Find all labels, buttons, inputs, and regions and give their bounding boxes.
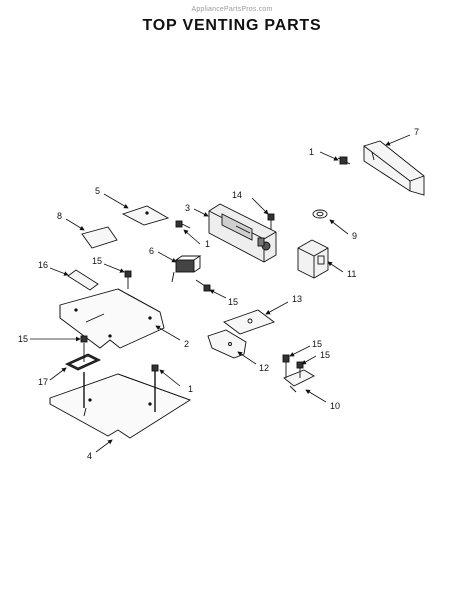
screw-icon bbox=[151, 364, 159, 372]
part-8-vent-bracket bbox=[363, 140, 425, 196]
callout-label: 1 bbox=[205, 239, 210, 249]
part-9-plate bbox=[81, 226, 118, 249]
callout-label: 15 bbox=[92, 256, 102, 266]
callout-label: 15 bbox=[18, 334, 28, 344]
screw-icon bbox=[267, 213, 275, 230]
screw-icon bbox=[124, 270, 132, 289]
callout-label: 6 bbox=[149, 246, 154, 256]
callout-label: 17 bbox=[38, 377, 48, 387]
callout-label: 9 bbox=[352, 231, 357, 241]
part-13-plate bbox=[207, 329, 247, 359]
callout-label: 14 bbox=[232, 190, 242, 200]
callout-label: 12 bbox=[259, 363, 269, 373]
callout-labels: 1 1 1 2 3 4 5 6 7 8 9 10 11 12 13 14 15 … bbox=[18, 127, 419, 461]
part-17-strip bbox=[67, 269, 99, 291]
screw-icon bbox=[175, 220, 191, 229]
callout-label: 2 bbox=[184, 339, 189, 349]
screw-icon bbox=[195, 279, 211, 292]
callout-label: 5 bbox=[95, 186, 100, 196]
callout-label: 11 bbox=[347, 269, 356, 279]
screw-icon bbox=[80, 335, 88, 343]
part-2-heat-shield bbox=[59, 288, 165, 349]
leader-lines bbox=[30, 134, 411, 453]
part-3-vent-motor bbox=[208, 203, 277, 263]
callout-label: 7 bbox=[414, 127, 419, 137]
screw-icon bbox=[337, 156, 351, 165]
callout-label: 1 bbox=[309, 147, 314, 157]
callout-label: 15 bbox=[320, 350, 330, 360]
callout-label: 15 bbox=[228, 297, 238, 307]
part-7-gasket bbox=[64, 343, 102, 371]
part-4-lower-shield bbox=[49, 370, 192, 439]
callout-label: 13 bbox=[292, 294, 302, 304]
part-10-washer bbox=[312, 209, 328, 219]
part-6-relay bbox=[171, 255, 202, 283]
part-5-plate bbox=[121, 205, 170, 226]
part-11-bracket bbox=[282, 354, 315, 393]
callout-label: 10 bbox=[330, 401, 340, 411]
callout-label: 3 bbox=[185, 203, 190, 213]
callout-label: 16 bbox=[38, 260, 48, 270]
part-12-bracket bbox=[297, 239, 329, 279]
callout-label: 4 bbox=[87, 451, 92, 461]
callout-label: 8 bbox=[57, 211, 62, 221]
watermark: AppliancePartsPros.com bbox=[191, 6, 273, 13]
callout-label: 1 bbox=[188, 384, 193, 394]
callout-label: 15 bbox=[312, 339, 322, 349]
page-title: TOP VENTING PARTS bbox=[142, 17, 322, 34]
part-14-plate bbox=[223, 309, 275, 335]
